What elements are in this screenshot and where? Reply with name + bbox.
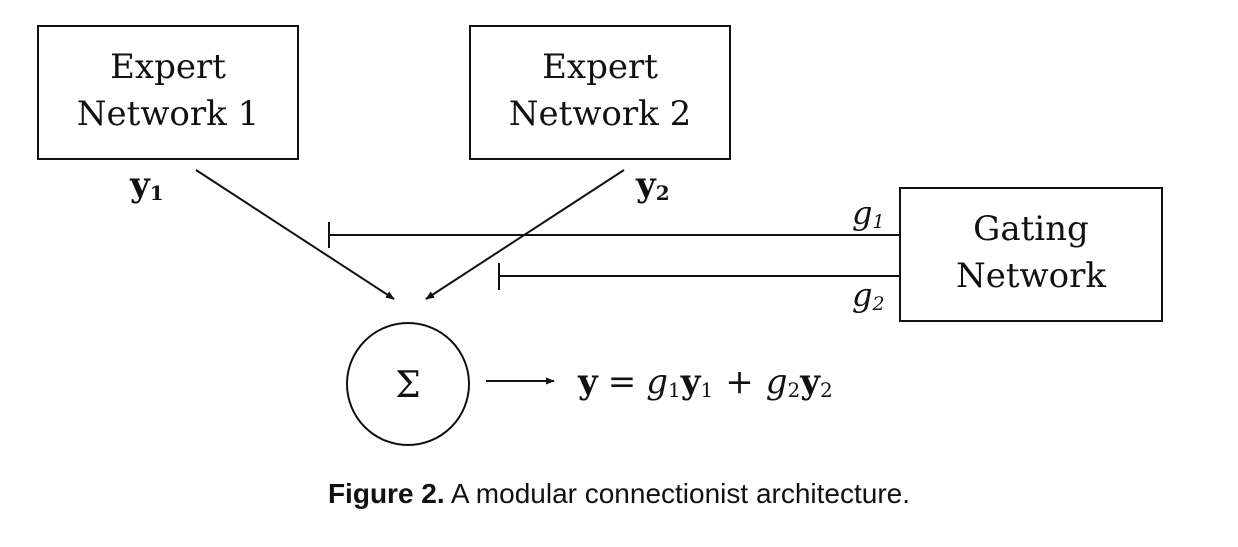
gating-network: Gating Network: [899, 187, 1163, 322]
g2-label: g2: [852, 276, 885, 315]
gating-network-box: [899, 187, 1163, 322]
expert-network-1: Expert Network 1: [37, 25, 299, 160]
expert-network-1-label-line2: Network 1: [77, 94, 259, 134]
gating-network-label-line2: Network: [956, 256, 1106, 296]
summation-node: Σ: [346, 322, 470, 446]
figure-label: Figure 2.: [327, 478, 445, 509]
expert-network-1-box: [37, 25, 299, 160]
y2-label: y2: [635, 165, 670, 205]
output-equation: y=g1y1+g2y2: [577, 362, 833, 402]
expert-network-2-box: [469, 25, 731, 160]
sigma-symbol: Σ: [395, 365, 420, 406]
expert-network-2-label-line1: Expert: [542, 47, 658, 87]
arrow-expert1-to-sum: [195, 169, 395, 300]
g1-label: g1: [852, 194, 885, 233]
y1-label: y1: [129, 165, 164, 205]
summation-circle: [346, 322, 470, 446]
figure-caption-text: A modular connectionist architecture.: [450, 478, 911, 509]
expert-network-2-label-line2: Network 2: [509, 94, 691, 134]
expert-network-1-label-line1: Expert: [110, 47, 226, 87]
gating-network-label-line1: Gating: [973, 209, 1089, 249]
figure-caption: Figure 2. A modular connectionist archit…: [0, 478, 1238, 510]
expert-network-2: Expert Network 2: [469, 25, 731, 160]
